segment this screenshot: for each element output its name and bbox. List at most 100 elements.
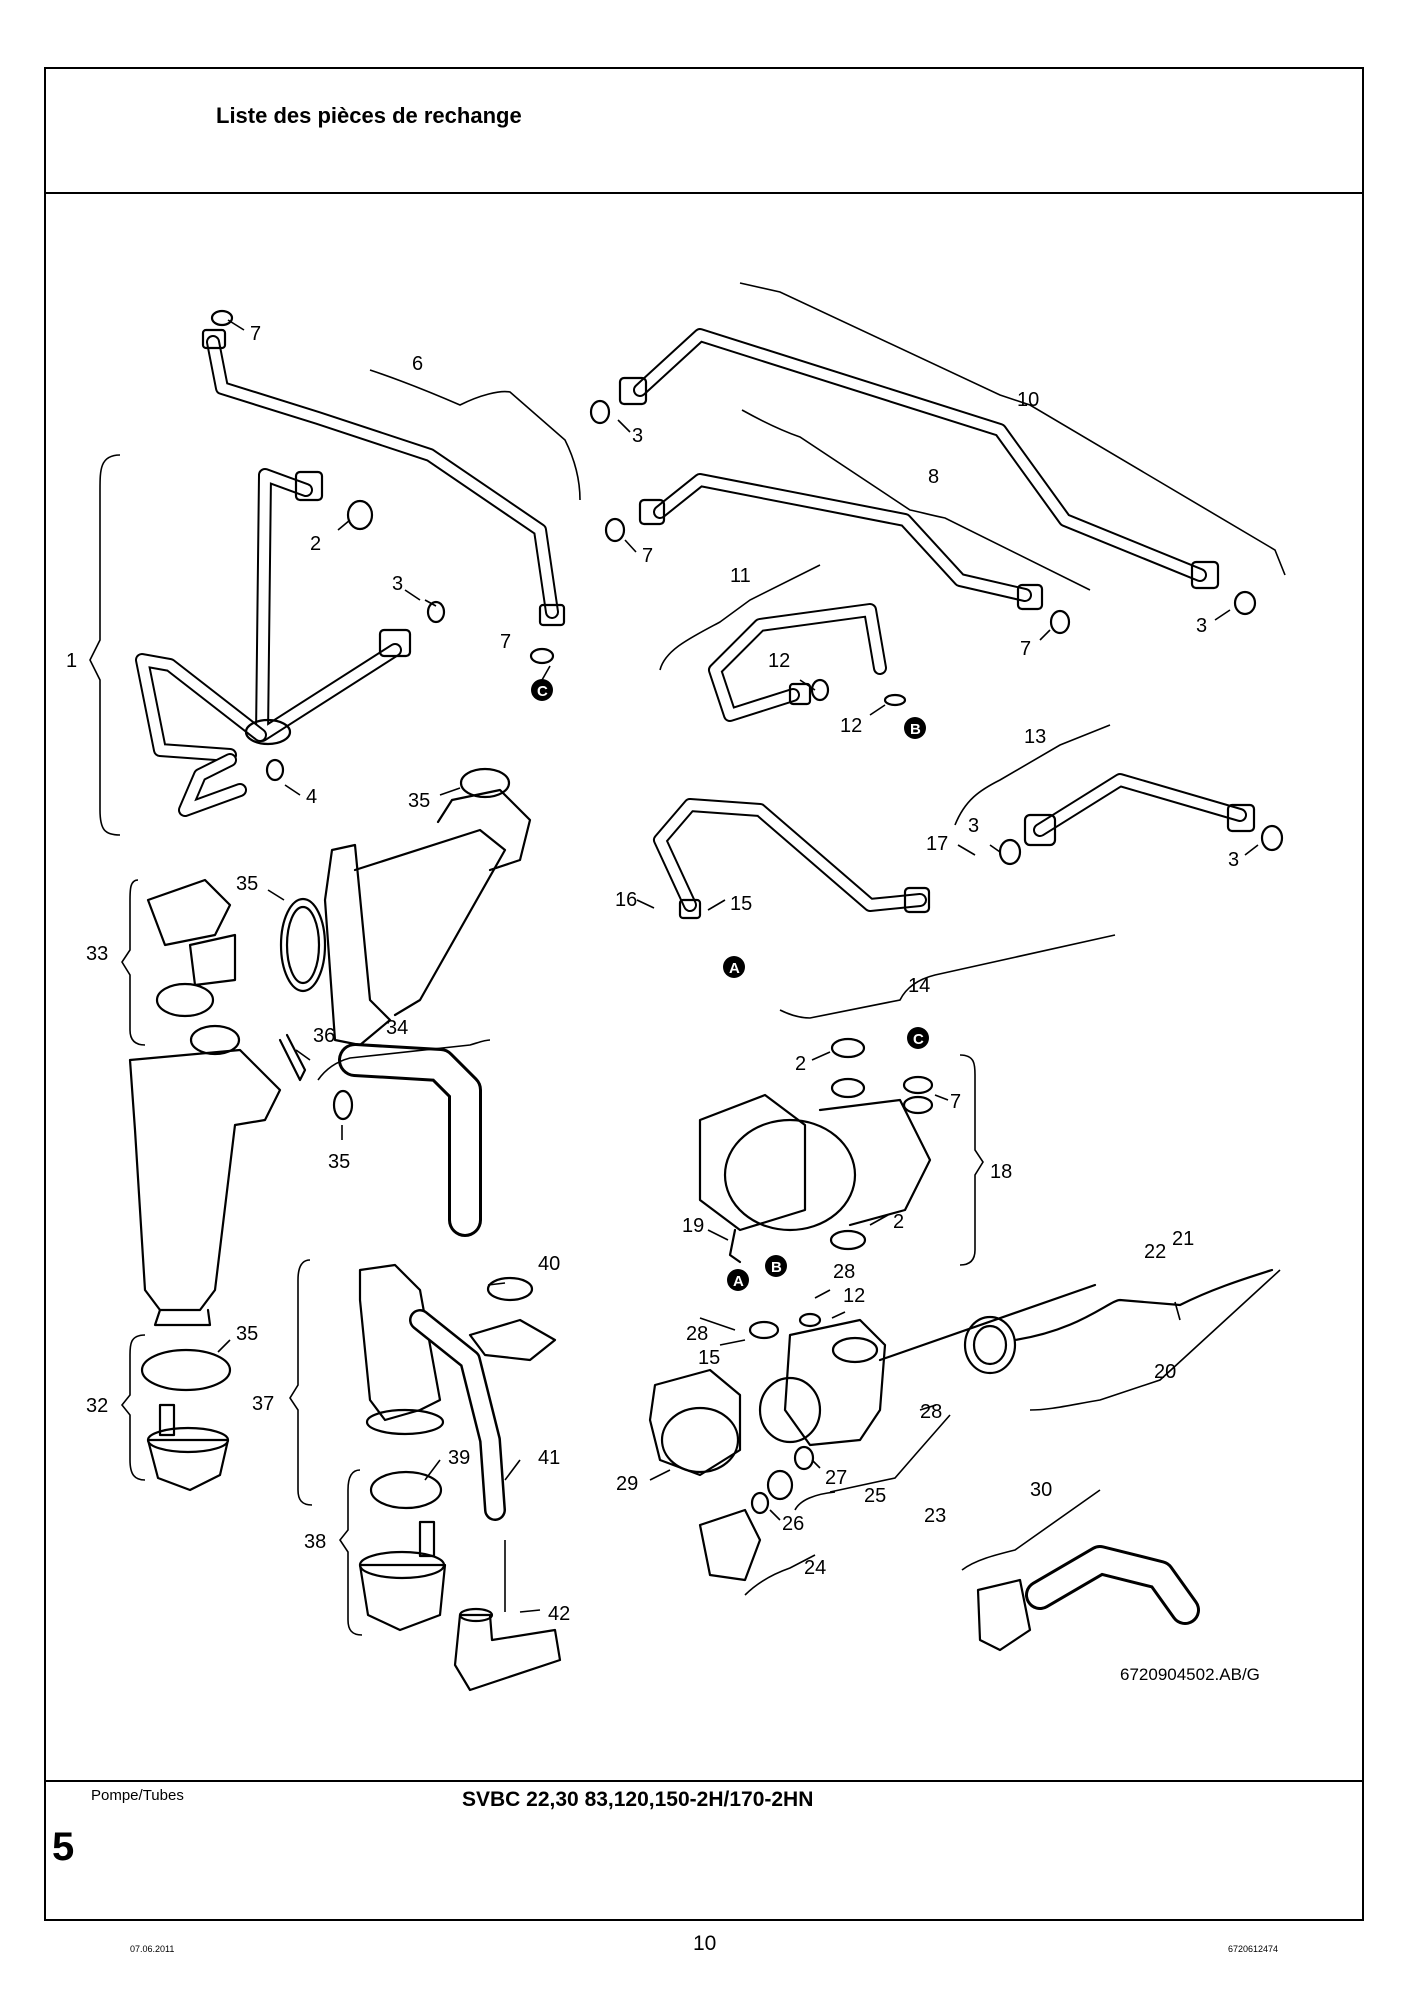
callout-32: 32	[86, 1395, 108, 1417]
marker-a-top: A	[723, 956, 745, 978]
clip-33-drawing	[146, 878, 237, 987]
callout-21: 21	[1172, 1228, 1194, 1250]
callout-3d: 3	[968, 815, 979, 837]
callout-28b: 28	[686, 1323, 708, 1345]
callout-15b: 15	[698, 1347, 720, 1369]
callout-2c: 2	[893, 1211, 904, 1233]
callout-22: 22	[1144, 1241, 1166, 1263]
svg-text:B: B	[910, 721, 921, 738]
pipe-6-drawing	[201, 328, 566, 627]
callout-29: 29	[616, 1473, 638, 1495]
callout-6: 6	[412, 353, 423, 375]
fittings-drawing	[698, 1469, 794, 1582]
callout-17: 17	[926, 833, 948, 855]
callout-39: 39	[448, 1447, 470, 1469]
pipe-13-drawing	[1023, 773, 1256, 847]
marker-a-valve: A	[727, 1269, 749, 1291]
print-date: 07.06.2011	[130, 1944, 175, 1954]
group-brackets	[89, 282, 1286, 1636]
callout-10: 10	[1017, 389, 1039, 411]
page-number: 10	[693, 1932, 717, 1955]
callout-36: 36	[313, 1025, 335, 1047]
marker-b-top: B	[904, 717, 926, 739]
callout-33: 33	[86, 943, 108, 965]
callout-7e: 7	[950, 1091, 961, 1113]
pipe-11-drawing	[708, 603, 887, 722]
callout-24: 24	[804, 1557, 826, 1579]
svg-text:A: A	[729, 960, 740, 977]
motor-29-drawing	[648, 1368, 742, 1477]
burner-connector-drawing	[285, 788, 532, 1047]
seal-rings	[140, 309, 1284, 1515]
callout-35c: 35	[328, 1151, 350, 1173]
callout-3c: 3	[1196, 615, 1207, 637]
callout-20: 20	[1154, 1361, 1176, 1383]
callout-7a: 7	[250, 323, 261, 345]
callout-15a: 15	[730, 893, 752, 915]
callout-41: 41	[538, 1447, 560, 1469]
pipe-1-assembly-drawing	[135, 468, 412, 817]
cup-38-drawing	[358, 1520, 447, 1632]
callout-numbers: 7 6 3 10 8 2 7 3 7 11 7 3 1 12 12 13 4 3…	[66, 323, 1239, 1625]
callout-3a: 3	[632, 425, 643, 447]
siphon-body-drawing	[128, 1048, 282, 1327]
callout-14: 14	[908, 975, 930, 997]
callout-18: 18	[990, 1161, 1012, 1183]
footer-divider	[44, 1780, 1364, 1782]
document-number: 6720612474	[1228, 1944, 1279, 1954]
callout-2a: 2	[310, 533, 321, 555]
drain-30-drawing	[976, 1545, 1200, 1652]
callout-16: 16	[615, 889, 637, 911]
callout-35d: 35	[236, 1323, 258, 1345]
hose-34-drawing	[338, 1043, 482, 1237]
callout-19: 19	[682, 1215, 704, 1237]
gauge-20-drawing	[963, 1268, 1274, 1375]
callout-25: 25	[864, 1485, 886, 1507]
section-label: Pompe/Tubes	[91, 1787, 184, 1804]
callout-23: 23	[924, 1505, 946, 1527]
marker-c-pump: C	[907, 1027, 929, 1049]
callout-2b: 2	[795, 1053, 806, 1075]
pipe-14-drawing	[653, 798, 931, 920]
callout-4: 4	[306, 786, 317, 808]
pipe-8-drawing	[638, 473, 1044, 611]
callout-13: 13	[1024, 726, 1046, 748]
callout-28c: 28	[920, 1401, 942, 1423]
connection-markers: C B A C A B	[531, 679, 929, 1291]
callout-26: 26	[782, 1513, 804, 1535]
callout-35a: 35	[408, 790, 430, 812]
figure-reference: 6720904502.AB/G	[1120, 1665, 1260, 1684]
callout-38: 38	[304, 1531, 326, 1553]
callout-12a: 12	[768, 650, 790, 672]
header-divider	[44, 192, 1364, 194]
callout-28a: 28	[833, 1261, 855, 1283]
page-frame	[44, 67, 1364, 1921]
callout-7c: 7	[500, 631, 511, 653]
model-code: SVBC 22,30 83,120,150-2H/170-2HN	[462, 1788, 814, 1811]
callout-34: 34	[386, 1017, 408, 1039]
marker-b-valve: B	[765, 1255, 787, 1277]
callout-12c: 12	[843, 1285, 865, 1307]
callout-7b: 7	[642, 545, 653, 567]
svg-text:A: A	[733, 1273, 744, 1290]
document-title: Liste des pièces de rechange	[216, 103, 522, 128]
chapter-number: 5	[52, 1825, 75, 1869]
callout-37: 37	[252, 1393, 274, 1415]
leader-lines	[217, 319, 1259, 1613]
hose-41-drawing	[409, 1309, 506, 1521]
valve-body-drawing	[758, 1283, 1097, 1447]
callout-35b: 35	[236, 873, 258, 895]
pipe-10-drawing	[618, 328, 1220, 590]
tee-42-drawing	[453, 1540, 562, 1692]
callout-3b: 3	[392, 573, 403, 595]
svg-text:C: C	[537, 683, 548, 700]
cup-32-drawing	[146, 1403, 230, 1492]
callout-8: 8	[928, 466, 939, 488]
callout-40: 40	[538, 1253, 560, 1275]
callout-27: 27	[825, 1467, 847, 1489]
callout-11: 11	[730, 565, 751, 587]
pump-18-drawing	[698, 1077, 934, 1264]
callout-1: 1	[66, 650, 77, 672]
callout-7d: 7	[1020, 638, 1031, 660]
